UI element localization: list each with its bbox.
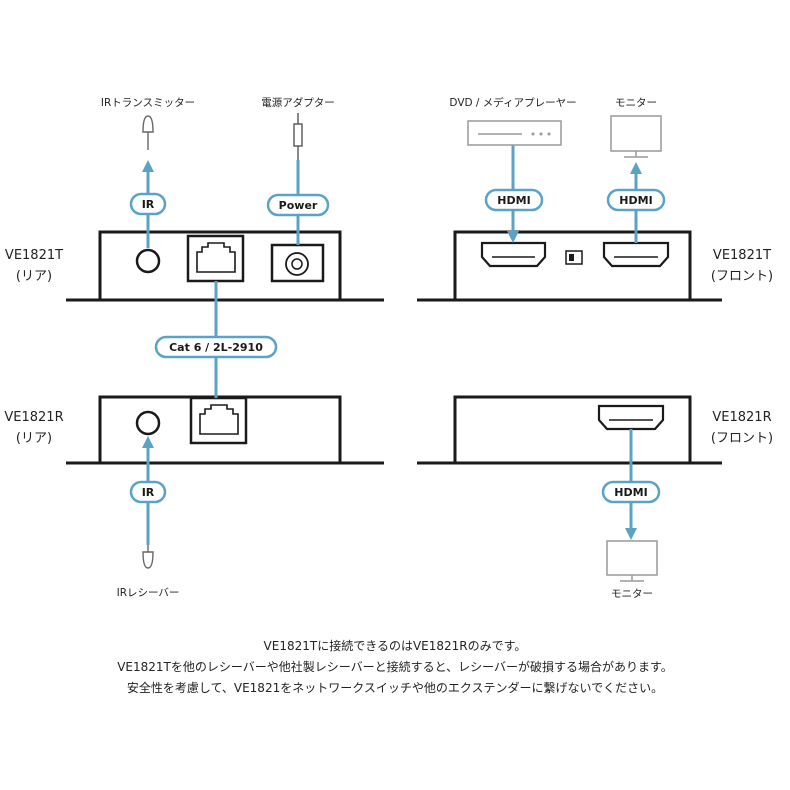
dvd-player-icon: [467, 120, 562, 146]
svg-text:Power: Power: [279, 199, 318, 212]
pill-hdmi-in: HDMI: [484, 188, 544, 212]
ir-transmitter-icon: [142, 115, 154, 150]
t-rear-device: [66, 230, 384, 302]
dvd-player-label: DVD / メディアプレーヤー: [449, 96, 576, 109]
ir-receiver-icon: [142, 545, 154, 569]
hdmi-out-port: [597, 404, 665, 431]
monitor-icon: [606, 540, 658, 582]
power-adapter-icon: [293, 113, 303, 160]
svg-text:IR: IR: [142, 198, 155, 211]
power-port: [270, 243, 325, 283]
t-front-device: [417, 230, 722, 302]
pill-power: Power: [266, 193, 330, 217]
ir-transmitter-label: IRトランスミッター: [101, 97, 195, 109]
power-adapter-label: 電源アダプター: [261, 96, 335, 109]
ir-port: [135, 248, 161, 274]
caution-notes: VE1821Tに接続できるのはVE1821Rのみです。 VE1821Tを他のレシ…: [0, 636, 790, 699]
t-rear-side: (リア): [16, 269, 52, 284]
r-rear-model: VE1821R: [4, 410, 63, 425]
r-front-model: VE1821R: [712, 410, 771, 425]
hdmi-out-port: [602, 241, 670, 268]
monitor-top-label: モニター: [615, 97, 657, 109]
note-line-3: 安全性を考慮して、VE1821をネットワークスイッチや他のエクステンダーに繋げな…: [126, 681, 664, 695]
t-front-model: VE1821T: [713, 248, 771, 263]
rj45-port: [186, 234, 245, 283]
r-front-device: [417, 395, 722, 465]
note-line-1: VE1821Tに接続できるのはVE1821Rのみです。: [263, 639, 527, 653]
ir-port: [135, 410, 161, 436]
svg-text:HDMI: HDMI: [614, 486, 647, 499]
connection-diagram: IRトランスミッター 電源アダプター DVD / メディアプレーヤー モニター: [4, 96, 773, 600]
monitor-icon: [610, 115, 662, 158]
r-rear-device: [66, 395, 384, 465]
pill-ir-bottom: IR: [129, 480, 167, 504]
svg-text:IR: IR: [142, 486, 155, 499]
switch-icon: [565, 250, 583, 265]
pill-ir-top: IR: [129, 192, 167, 216]
ir-receiver-label: IRレシーバー: [117, 587, 180, 599]
svg-text:HDMI: HDMI: [497, 194, 530, 207]
hdmi-in-port: [480, 241, 547, 268]
pill-hdmi-out: HDMI: [606, 188, 666, 212]
pill-hdmi-bottom: HDMI: [601, 480, 661, 504]
t-front-side: (フロント): [711, 269, 773, 284]
r-rear-side: (リア): [16, 431, 52, 446]
r-front-side: (フロント): [711, 431, 773, 446]
monitor-bottom-label: モニター: [611, 588, 653, 600]
svg-text:HDMI: HDMI: [619, 194, 652, 207]
rj45-port: [189, 396, 248, 445]
pill-cable: Cat 6 / 2L-2910: [154, 335, 278, 359]
t-rear-model: VE1821T: [5, 248, 63, 263]
svg-text:Cat 6 / 2L-2910: Cat 6 / 2L-2910: [169, 341, 263, 354]
note-line-2: VE1821Tを他のレシーバーや他社製レシーバーと接続すると、レシーバーが破損す…: [117, 660, 673, 674]
